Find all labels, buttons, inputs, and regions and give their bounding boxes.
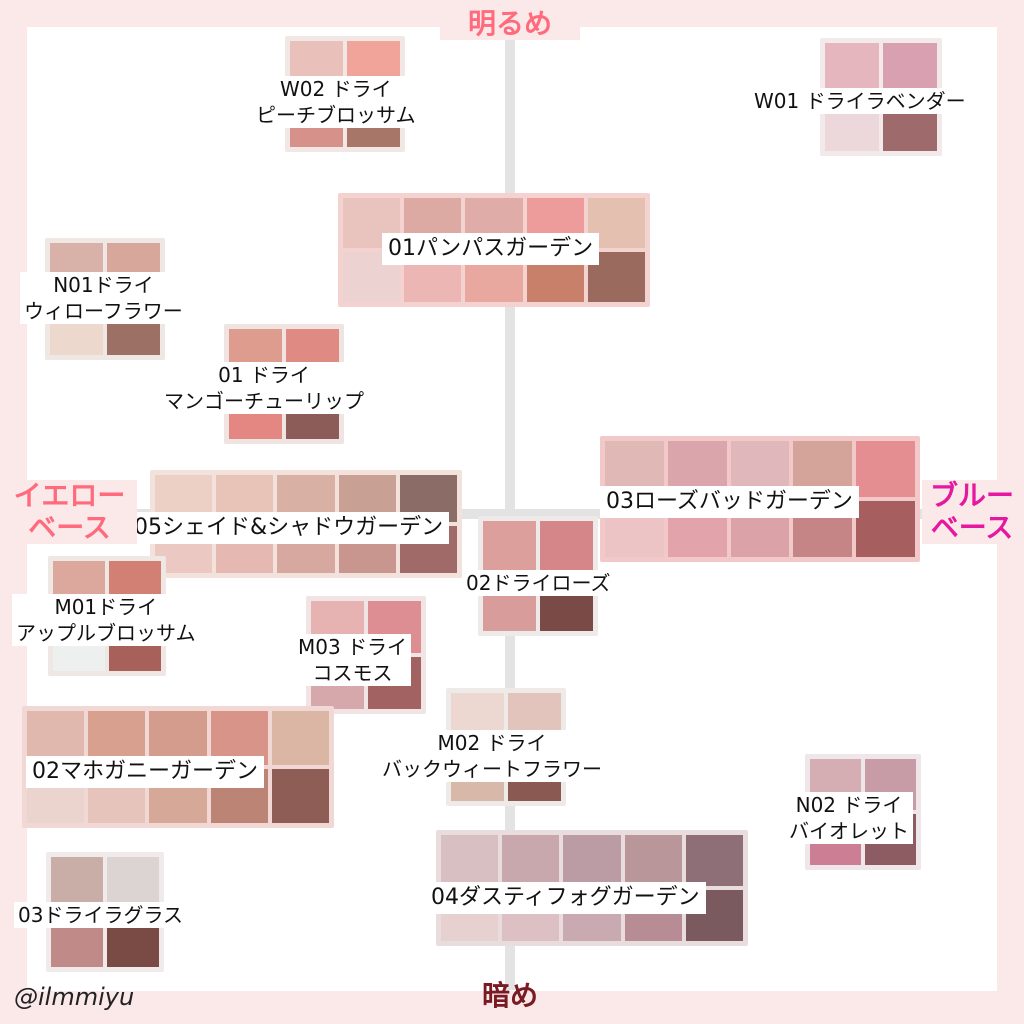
label-mahogany-line1: 02マホガニーガーデン [32, 759, 258, 784]
swatch [856, 441, 915, 497]
label-w02-line2: ピーチブロッサム [256, 103, 416, 127]
label-rose02: 02ドライローズ [462, 570, 615, 596]
label-m03: M03 ドライ コスモス [294, 634, 412, 686]
label-m01-line1: M01ドライ [54, 595, 158, 619]
label-mahogany: 02マホガニーガーデン [26, 756, 264, 788]
label-grass: 03ドライラグラス [14, 902, 188, 928]
label-m02: M02 ドライ バックウィートフラワー [378, 730, 606, 782]
swatch [483, 521, 536, 574]
label-w02: W02 ドライ ピーチブロッサム [252, 76, 420, 128]
swatch [271, 711, 329, 765]
label-n01-line2: ウィローフラワー [24, 299, 183, 323]
label-m02-line1: M02 ドライ [437, 731, 547, 755]
axis-title-blue-base-line1: ブルー [929, 479, 1014, 512]
swatch [563, 835, 621, 886]
axis-title-yellow-base: イエロー ベース [2, 480, 137, 544]
axis-title-bright: 明るめ [440, 8, 580, 40]
label-m02-line2: バックウィートフラワー [382, 757, 602, 781]
swatch [441, 835, 499, 886]
label-rosebud: 03ローズバッドガーデン [600, 486, 859, 518]
label-m01: M01ドライ アップルブロッサム [12, 594, 200, 646]
label-shade: 05シェイド&シャドウガーデン [128, 512, 450, 544]
label-shade-line1: 05シェイド&シャドウガーデン [134, 515, 444, 540]
swatch [271, 769, 329, 823]
swatch [624, 835, 682, 886]
label-n02-line2: バイオレット [789, 819, 909, 843]
swatch [883, 43, 937, 95]
axis-title-dark: 暗め [481, 979, 538, 1012]
axis-title-blue-base-line2: ベース [930, 511, 1014, 544]
swatch [107, 857, 159, 910]
label-mango: 01 ドライ マンゴーチューリップ [160, 362, 368, 414]
label-n01: N01ドライ ウィローフラワー [20, 272, 187, 324]
credit-handle: @ilmmiyu [14, 983, 135, 1011]
label-pampas-line1: 01パンパスガーデン [388, 236, 594, 261]
label-w02-line1: W02 ドライ [280, 77, 392, 101]
label-w01-line1: W01 ドライラベンダー [754, 89, 966, 113]
swatch [685, 835, 743, 886]
label-m01-line2: アップルブロッサム [16, 621, 196, 645]
label-pampas: 01パンパスガーデン [382, 233, 600, 265]
label-n02-line1: N02 ドライ [795, 793, 903, 817]
label-dusty: 04ダスティフォグガーデン [425, 882, 706, 914]
swatch [51, 857, 103, 910]
label-dusty-line1: 04ダスティフォグガーデン [431, 885, 700, 910]
swatch [540, 521, 593, 574]
axis-title-yellow-base-line1: イエロー [13, 479, 126, 512]
label-mango-line2: マンゴーチューリップ [164, 389, 364, 413]
label-m03-line1: M03 ドライ [298, 635, 408, 659]
undertone-axis [27, 509, 997, 519]
label-rose02-line1: 02ドライローズ [466, 571, 611, 595]
label-mango-line1: 01 ドライ [218, 363, 310, 387]
label-m03-line2: コスモス [312, 661, 393, 685]
swatch [825, 43, 879, 95]
palette-pampas [338, 193, 650, 307]
axis-title-yellow-base-line2: ベース [28, 511, 111, 544]
label-n02: N02 ドライ バイオレット [785, 792, 913, 844]
label-n01-line1: N01ドライ [53, 273, 154, 297]
label-w01: W01 ドライラベンダー [750, 88, 970, 114]
label-rosebud-line1: 03ローズバッドガーデン [606, 489, 853, 514]
label-grass-line1: 03ドライラグラス [18, 903, 184, 927]
axis-title-blue-base: ブルー ベース [922, 480, 1022, 544]
swatch [856, 501, 915, 557]
swatch [502, 835, 560, 886]
